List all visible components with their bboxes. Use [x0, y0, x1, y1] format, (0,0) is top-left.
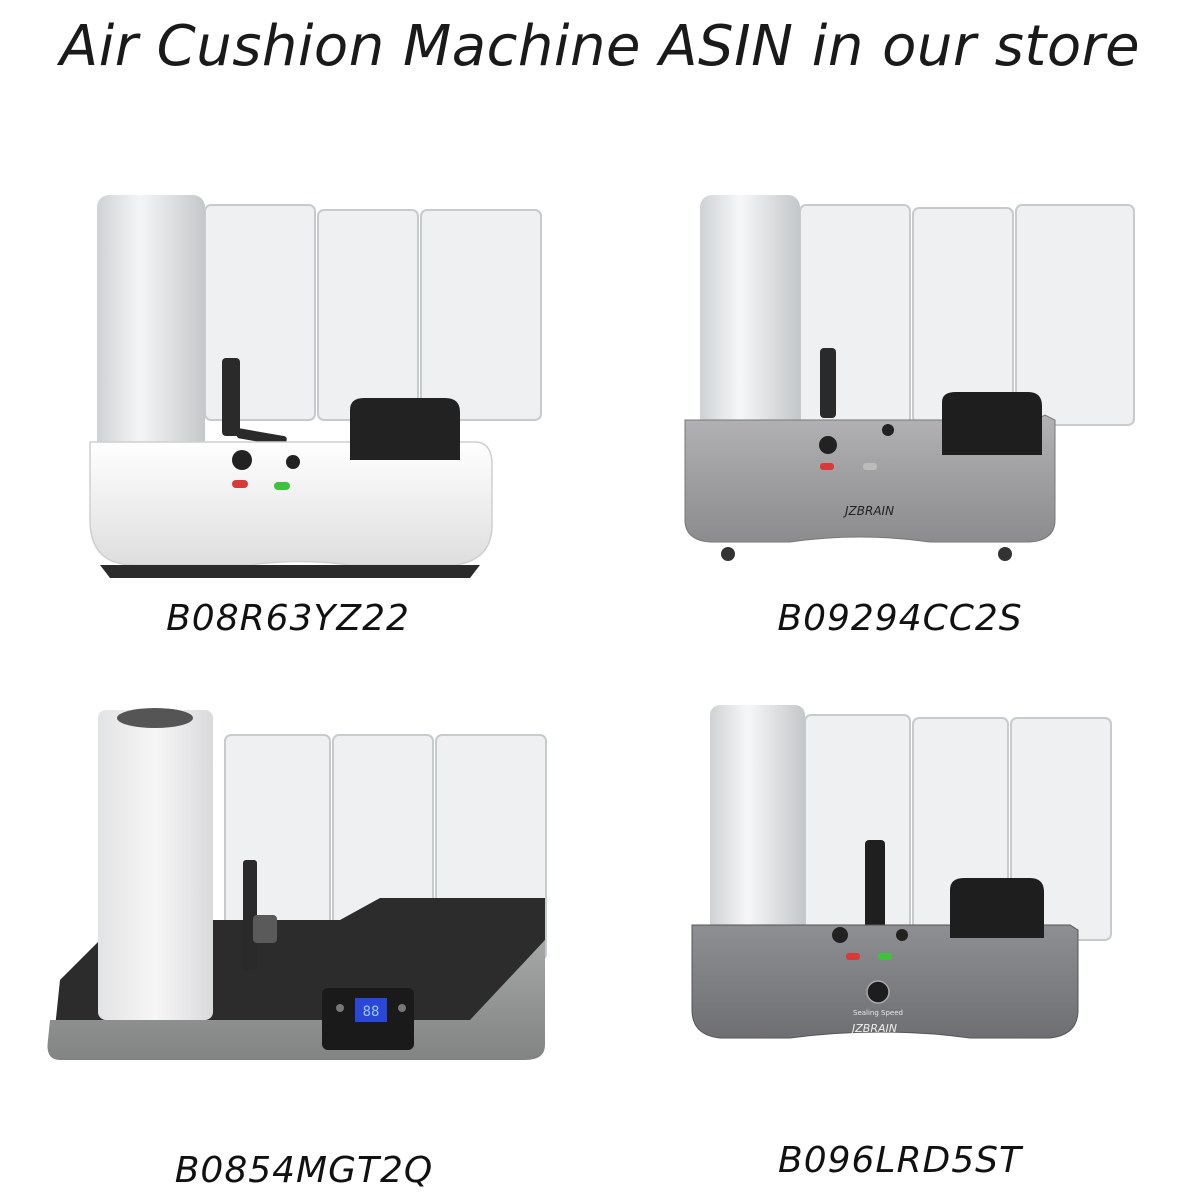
- svg-text:Sealing Speed: Sealing Speed: [853, 1009, 903, 1017]
- asin-label: B08R63YZ22: [166, 598, 410, 639]
- film-roll: [97, 195, 205, 475]
- machine-body: [47, 940, 545, 1060]
- brand-logo: JZBRAIN: [843, 504, 894, 518]
- lcd-display: [355, 998, 387, 1022]
- product-card-2[interactable]: JZBRAIN B09294CC2S: [600, 180, 1200, 700]
- pump-unit: [950, 878, 1044, 938]
- brand-logo: JZBRAIN: [850, 1022, 897, 1035]
- sealing-speed-knob: [866, 980, 890, 1004]
- power-button: [232, 480, 248, 488]
- page-title: Air Cushion Machine ASIN in our store: [59, 14, 1141, 79]
- film-roll: [98, 710, 213, 1020]
- asin-label: B0854MGT2Q: [174, 1150, 434, 1191]
- film-roll: [700, 195, 800, 440]
- pump-unit: [942, 392, 1042, 455]
- pump-unit: [350, 398, 460, 460]
- product-card-4[interactable]: Sealing Speed JZBRAIN B096LRD5ST: [600, 690, 1200, 1200]
- product-card-1[interactable]: B08R63YZ22: [0, 180, 600, 700]
- machine-body: [89, 441, 493, 566]
- film-roll: [710, 705, 805, 945]
- air-cushion-film: [204, 204, 542, 421]
- dial-knob: [232, 450, 252, 470]
- product-card-3[interactable]: 88 B0854MGT2Q: [0, 690, 600, 1200]
- air-cushion-machine-digital-image: 88: [47, 708, 547, 1060]
- start-button: [274, 482, 290, 490]
- air-cushion-machine-dark-grey-image: Sealing Speed JZBRAIN: [691, 705, 1112, 1039]
- air-cushion-machine-grey-image: JZBRAIN: [684, 195, 1135, 561]
- asin-label: B09294CC2S: [777, 598, 1023, 639]
- asin-label: B096LRD5ST: [778, 1140, 1022, 1181]
- air-cushion-machine-white-image: [89, 195, 542, 578]
- machine-body: [691, 924, 1079, 1039]
- svg-text:88: 88: [363, 1004, 380, 1020]
